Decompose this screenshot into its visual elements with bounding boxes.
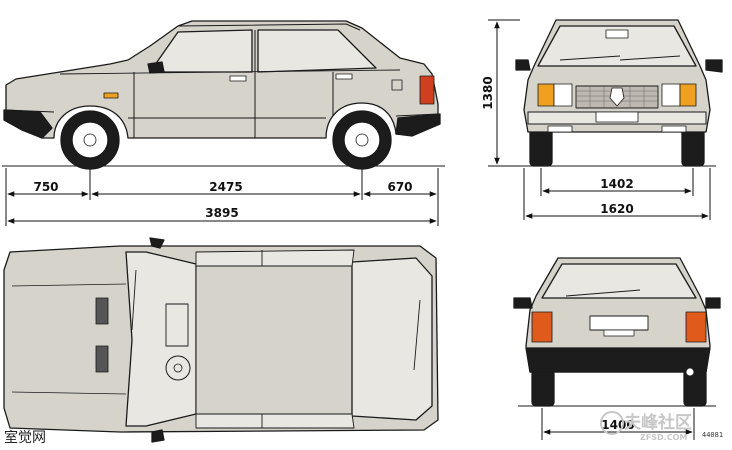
rear-overhang-label: 670	[387, 180, 412, 194]
rear-wheel	[332, 110, 392, 170]
front-dimensions	[488, 19, 711, 220]
watermark-left: 室觉网	[4, 429, 46, 446]
overall-width-label: 1620	[600, 202, 633, 216]
watermark-right: 夫峰社区 ZFSD.COM	[600, 411, 692, 442]
watermark-right-sub: ZFSD.COM	[640, 433, 687, 442]
watermark-right-text: 夫峰社区	[624, 412, 692, 433]
front-view	[515, 19, 723, 167]
wheelbase-label: 2475	[209, 180, 242, 194]
height-label: 1380	[481, 76, 495, 109]
front-wheel	[60, 110, 120, 170]
rear-view	[513, 257, 721, 407]
top-view	[3, 237, 439, 443]
rear-track-label: 1400	[601, 418, 634, 432]
front-overhang-label: 750	[33, 180, 58, 194]
front-track-label: 1402	[600, 177, 633, 191]
side-view	[2, 20, 445, 170]
drawing-code: 44081	[702, 431, 723, 439]
side-rear-window	[257, 29, 377, 73]
overall-length-label: 3895	[205, 206, 238, 220]
length-dimensions	[5, 168, 439, 226]
